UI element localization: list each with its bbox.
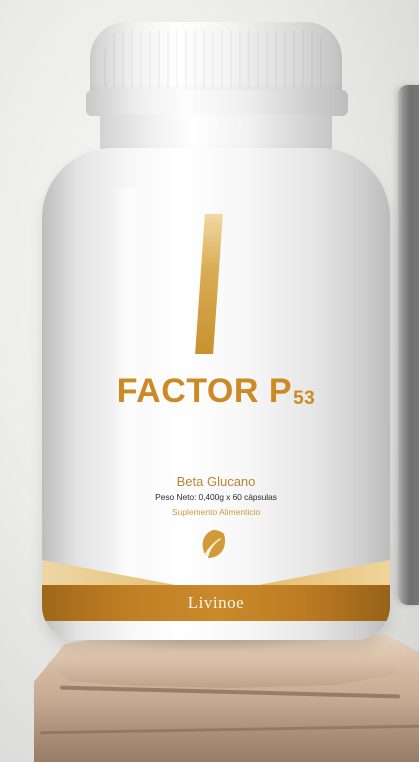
product-title: FACTOR P53 <box>42 372 390 411</box>
label-accent-bar <box>195 214 223 354</box>
bottle-body: FACTOR P53 Beta Glucano Peso Neto: 0,400… <box>42 148 390 640</box>
stone-shade <box>34 700 419 762</box>
bottle-cap-ring <box>86 90 348 116</box>
product-name: FACTOR P <box>116 372 293 410</box>
brand-name: Livinoe <box>187 593 245 612</box>
product-name-suffix: 53 <box>293 388 316 409</box>
product-category: Suplemento Alimenticio <box>171 507 261 517</box>
leaf-icon <box>202 530 226 558</box>
bottle-neck <box>100 114 332 154</box>
bottle-highlight <box>112 188 146 608</box>
bottle-cap <box>90 22 342 96</box>
product-variant: Beta Glucano <box>176 474 256 489</box>
stone-pedestal-top <box>48 630 408 688</box>
net-weight: Peso Neto: 0,400g x 60 cápsulas <box>155 492 277 502</box>
background-panel <box>398 85 419 605</box>
brand-band <box>42 585 390 621</box>
bottle-cap-ridges <box>104 30 328 88</box>
